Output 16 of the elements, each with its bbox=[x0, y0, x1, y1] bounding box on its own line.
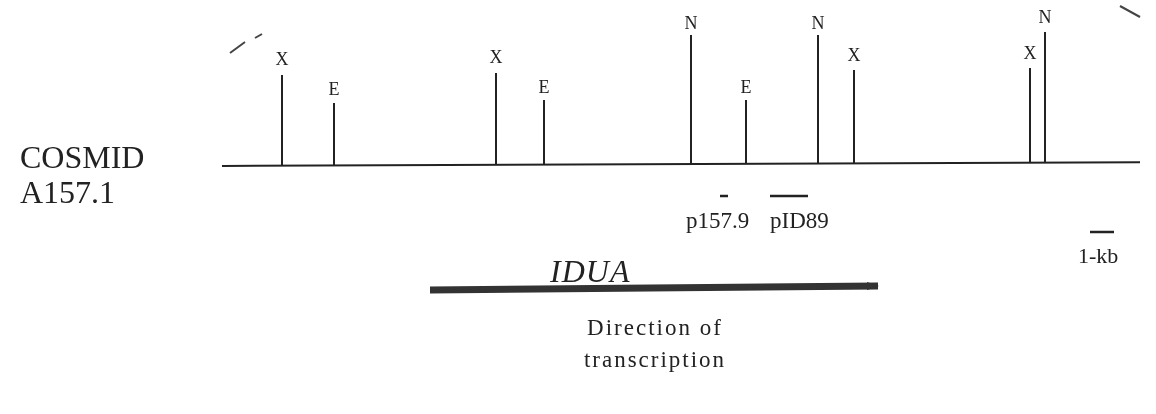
probe-label: p157.9 bbox=[686, 208, 750, 234]
restriction-site-label: N bbox=[1038, 8, 1052, 28]
gene-label: IDUA bbox=[550, 254, 631, 290]
direction-label: Direction of transcription bbox=[582, 314, 728, 375]
restriction-site-label: X bbox=[1023, 44, 1037, 64]
probe-label: pID89 bbox=[770, 208, 829, 234]
restriction-site-label: N bbox=[684, 14, 698, 34]
restriction-site-label: E bbox=[740, 78, 752, 98]
restriction-site-label: X bbox=[847, 46, 861, 66]
restriction-site-label: E bbox=[328, 80, 340, 100]
cosmid-label: COSMID A157.1 bbox=[20, 140, 146, 211]
restriction-site-label: E bbox=[538, 78, 550, 98]
restriction-site-label: N bbox=[811, 14, 825, 34]
scale-label: 1-kb bbox=[1078, 244, 1119, 269]
restriction-site-label: X bbox=[489, 48, 503, 68]
restriction-site-label: X bbox=[275, 50, 289, 70]
